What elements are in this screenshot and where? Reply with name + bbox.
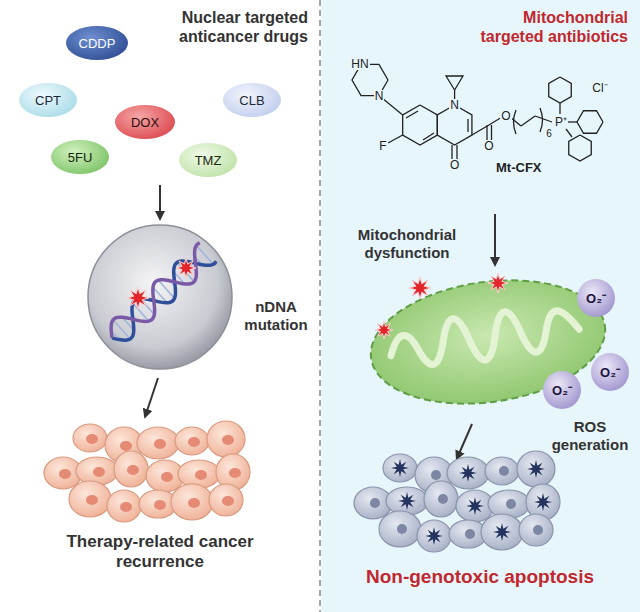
dna-helix: [111, 243, 216, 340]
arrow: [494, 214, 496, 262]
atom-label: HN: [350, 58, 369, 70]
arrow: [146, 378, 158, 414]
panel-heading: Nuclear targeted anticancer drugs: [166, 8, 308, 46]
cell-cluster: [44, 421, 250, 522]
atom-label: O: [449, 159, 460, 171]
arrow: [159, 185, 161, 216]
atom-label: Cl⁻: [591, 82, 608, 94]
subscript: 6: [545, 129, 553, 139]
node-text: DOX: [131, 115, 159, 130]
nucleus: [88, 225, 232, 369]
outcome-label: Non-genotoxic apoptosis: [330, 566, 630, 589]
arrow: [458, 424, 472, 456]
compound-name: Mt-CFX: [496, 160, 542, 176]
drug-pill: TMZ: [179, 143, 237, 177]
drug-pill: 5FU: [51, 140, 109, 174]
atom-label: F: [378, 140, 387, 152]
node-text: CDDP: [79, 36, 116, 51]
node-text: O₂⁻: [586, 289, 606, 307]
panel-heading: Mitochondrial targeted antibiotics: [468, 8, 628, 46]
node-text: 5FU: [68, 150, 93, 165]
step-label: nDNA mutation: [238, 298, 314, 334]
divider: [319, 0, 321, 612]
chemical-structure: [352, 64, 603, 161]
apoptotic-cell-cluster: [354, 451, 560, 552]
atom-label: N: [449, 99, 460, 111]
atom-label: N: [374, 90, 385, 102]
node-text: TMZ: [195, 153, 222, 168]
mitochondrion: [363, 266, 613, 418]
ros-circle: O₂⁻: [577, 279, 615, 317]
drug-pill: CPT: [19, 83, 77, 117]
panel-ground: [321, 0, 640, 612]
drug-pill: CLB: [223, 83, 281, 117]
node-text: O₂⁻: [600, 363, 620, 381]
ros-circle: O₂⁻: [543, 371, 581, 409]
step-label: Mitochondrial dysfunction: [338, 226, 476, 262]
atom-label: P⁺: [554, 116, 568, 128]
node-text: CLB: [239, 93, 264, 108]
atom-label: O: [500, 110, 511, 122]
step-label: ROS generation: [546, 418, 634, 454]
damage-star: [375, 273, 508, 339]
atom-label: O: [483, 140, 494, 152]
node-text: O₂⁻: [552, 381, 572, 399]
outcome-label: Therapy-related cancer recurrence: [60, 532, 260, 573]
node-text: CPT: [35, 93, 61, 108]
ros-circle: O₂⁻: [591, 353, 629, 391]
drug-pill: CDDP: [66, 26, 128, 60]
drug-pill: DOX: [115, 105, 175, 139]
